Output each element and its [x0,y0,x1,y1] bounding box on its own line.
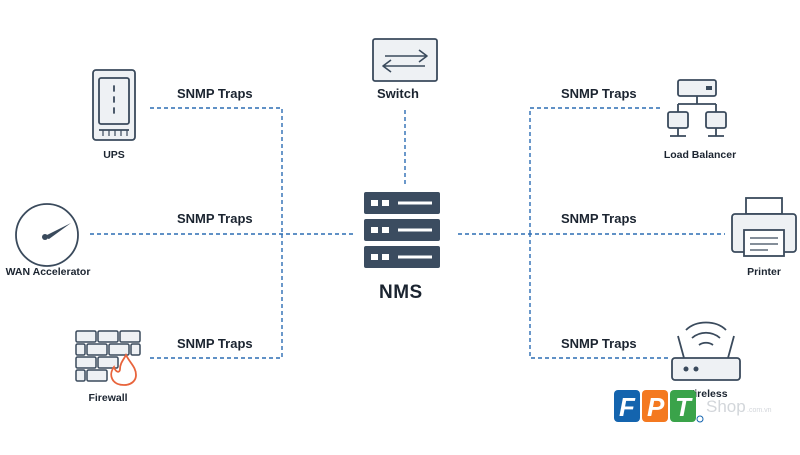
printer-icon [731,197,797,257]
ups-label: UPS [103,149,125,161]
trap-label-ups: SNMP Traps [177,86,253,101]
svg-text:F: F [619,392,636,422]
server-unit [364,219,440,241]
svg-text:Shop: Shop [706,397,746,416]
trap-label-load-balancer: SNMP Traps [561,86,637,101]
connector-ups [150,107,283,234]
wan-accelerator-label: WAN Accelerator [5,266,91,278]
svg-text:.com.vn: .com.vn [747,407,772,414]
connector-load-balancer [529,107,660,234]
firewall-label: Firewall [88,392,128,404]
nms-label: NMS [379,282,423,303]
trap-label-wireless: SNMP Traps [561,336,637,351]
printer-label: Printer [747,266,781,278]
ups-icon [92,69,136,141]
connector-firewall [150,234,283,359]
trap-label-printer: SNMP Traps [561,211,637,226]
server-rack-icon [364,192,440,268]
load-balancer-label: Load Balancer [663,149,737,161]
load-balancer-icon [667,79,727,137]
connector-wireless [529,234,668,359]
wireless-router-icon [671,321,741,381]
fpt-logo-icon: F P T Shop .com.vn [614,390,772,423]
brick-wall-flame-icon [75,330,141,386]
svg-text:T: T [675,392,693,422]
trap-label-wan: SNMP Traps [177,211,253,226]
fpt-shop-logo: F P T Shop .com.vn [612,388,800,450]
switch-icon [372,38,438,82]
switch-label: Switch [377,86,419,101]
svg-text:P: P [647,392,665,422]
gauge-icon [15,203,79,267]
server-unit [364,246,440,268]
connectors [90,107,725,359]
server-unit [364,192,440,214]
trap-label-firewall: SNMP Traps [177,336,253,351]
